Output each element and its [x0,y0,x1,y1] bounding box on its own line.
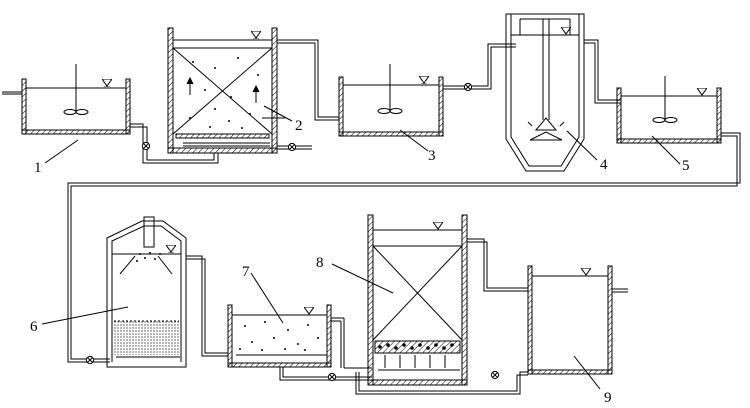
unit-2-label: 2 [295,118,303,134]
unit-7-label: 7 [242,264,250,280]
unit-9-tank [527,265,628,375]
unit-8-label: 8 [316,255,324,271]
unit-6-label: 6 [30,319,38,335]
unit-7-tank [227,304,345,368]
unit-3-label: 3 [428,148,436,164]
unit-1-tank [2,64,131,135]
unit-4-settler [505,13,585,172]
leader-lines [41,105,681,390]
unit-9-label: 9 [604,390,612,403]
unit-labels: 1 2 3 4 5 6 7 8 9 [30,118,690,406]
unit-6-tower [106,216,187,368]
unit-4-label: 4 [600,157,608,173]
unit-3-tank [338,64,444,137]
unit-1-label: 1 [34,160,42,176]
unit-8-filter [367,214,468,386]
unit-2-reactor [167,27,312,154]
unit-5-label: 5 [682,158,690,174]
unit-5-tank [616,76,722,144]
